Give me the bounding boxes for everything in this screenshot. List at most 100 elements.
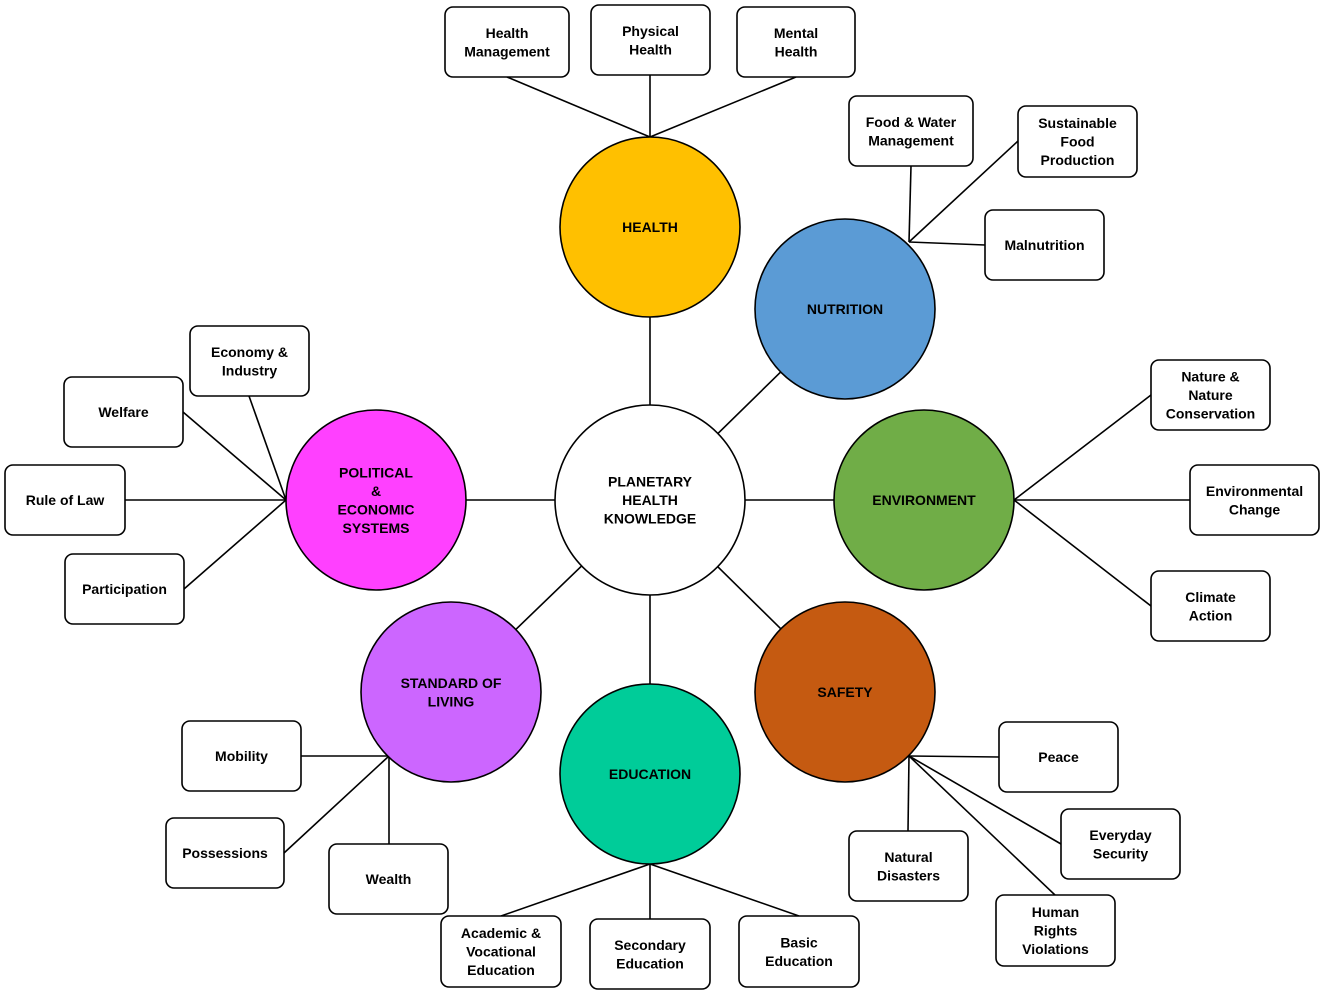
leaf-label-climate-action-line: Action [1189, 607, 1233, 623]
leaf-wealth: Wealth [328, 843, 449, 915]
leaf-label-academic-vocational-education-line: Academic & [461, 925, 541, 941]
leaf-box-secondary-education [589, 918, 711, 990]
connector-health-mental-health [649, 76, 797, 138]
leaf-label-economy-industry-line: Economy & [211, 344, 288, 360]
connector-nutrition-malnutrition [908, 241, 986, 246]
leaf-label-physical-health-line: Health [629, 41, 672, 57]
connector-political-economic-systems-economy-industry [248, 395, 287, 501]
leaf-box-mobility [181, 720, 302, 792]
hub-label-environment-line: ENVIRONMENT [872, 492, 976, 508]
leaf-rule-of-law: Rule of Law [4, 464, 126, 536]
connector-safety-everyday-security [908, 755, 1062, 845]
leaf-label-sustainable-food-production-line: Sustainable [1038, 115, 1117, 131]
hub-circle-nutrition [754, 218, 936, 400]
leaf-label-environmental-change-line: Environmental [1206, 483, 1303, 499]
hub-label-standard-of-living-line: STANDARD OF [401, 675, 502, 691]
leaf-label-environmental-change-line: Change [1229, 501, 1281, 517]
connector-education-basic-education [649, 863, 800, 917]
leaf-box-physical-health [590, 4, 711, 76]
leaf-label-food-water-management-line: Management [868, 132, 954, 148]
hub-label-political-economic-systems-line: SYSTEMS [343, 520, 410, 536]
leaf-box-possessions [165, 817, 285, 889]
hub-label-political-economic-systems-line: POLITICAL [339, 464, 413, 480]
connector-safety-human-rights-violations [908, 755, 1056, 896]
connector-safety-natural-disasters [907, 755, 910, 832]
leaf-label-nature-conservation-line: Nature [1188, 387, 1233, 403]
leaf-label-nature-conservation-line: Nature & [1181, 369, 1239, 385]
leaf-label-participation-line: Participation [82, 581, 167, 597]
leaf-possessions: Possessions [165, 817, 285, 889]
hub-label-health-line: HEALTH [622, 219, 678, 235]
leaf-label-health-management-line: Management [464, 43, 550, 59]
connector-nutrition-food-water-management [908, 165, 912, 243]
leaf-label-participation: Participation [82, 581, 167, 597]
leaf-label-academic-vocational-education-line: Vocational [466, 944, 536, 960]
leaf-label-everyday-security-line: Security [1093, 845, 1148, 861]
leaf-box-natural-disasters [848, 830, 969, 902]
leaf-label-malnutrition-line: Malnutrition [1004, 237, 1084, 253]
leaf-label-wealth: Wealth [366, 871, 412, 887]
leaf-label-rule-of-law-line: Rule of Law [26, 492, 105, 508]
leaf-participation: Participation [64, 553, 185, 625]
connector-nutrition-sustainable-food-production [908, 140, 1019, 243]
leaf-label-welfare: Welfare [98, 404, 149, 420]
leaf-label-welfare-line: Welfare [98, 404, 149, 420]
leaf-label-physical-health-line: Physical [622, 23, 679, 39]
leaf-label-climate-action-line: Climate [1185, 589, 1236, 605]
hub-environment: ENVIRONMENT [833, 409, 1015, 591]
leaf-label-secondary-education-line: Education [616, 955, 684, 971]
connector-environment-climate-action [1013, 499, 1152, 607]
leaf-box-rule-of-law [4, 464, 126, 536]
leaf-box-food-water-management [848, 95, 974, 167]
hub-circle-education [559, 683, 741, 865]
leaf-label-peace: Peace [1038, 749, 1079, 765]
leaf-label-academic-vocational-education-line: Education [467, 962, 535, 978]
leaf-label-natural-disasters-line: Natural [884, 849, 932, 865]
leaf-mobility: Mobility [181, 720, 302, 792]
leaf-box-participation [64, 553, 185, 625]
leaf-economy-industry: Economy &Industry [189, 325, 310, 397]
hub-label-education: EDUCATION [609, 766, 691, 782]
center-label-line: PLANETARY [608, 474, 693, 490]
leaf-box-basic-education [738, 915, 860, 988]
connector-standard-of-living-possessions [283, 755, 390, 854]
connector-political-economic-systems-welfare [182, 411, 287, 501]
connector-environment-nature-conservation [1013, 394, 1152, 501]
leaf-label-natural-disasters-line: Disasters [877, 867, 940, 883]
leaf-box-academic-vocational-education [440, 915, 562, 988]
leaf-box-wealth [328, 843, 449, 915]
leaf-label-possessions-line: Possessions [182, 845, 268, 861]
leaf-welfare: Welfare [63, 376, 184, 448]
leaf-box-mental-health [736, 6, 856, 78]
leaf-label-nature-conservation-line: Conservation [1166, 406, 1255, 422]
leaf-malnutrition: Malnutrition [984, 209, 1105, 281]
leaf-label-health-management-line: Health [486, 25, 529, 41]
hub-label-environment: ENVIRONMENT [872, 492, 976, 508]
hub-label-health: HEALTH [622, 219, 678, 235]
leaf-label-economy-industry: Economy &Industry [211, 344, 288, 379]
center-label-line: KNOWLEDGE [604, 511, 697, 527]
leaf-box-welfare [63, 376, 184, 448]
hub-label-political-economic-systems-line: ECONOMIC [338, 501, 415, 517]
hub-circle-safety [754, 601, 936, 783]
leaf-label-human-rights-violations-line: Violations [1022, 941, 1089, 957]
hub-label-safety-line: SAFETY [817, 684, 873, 700]
